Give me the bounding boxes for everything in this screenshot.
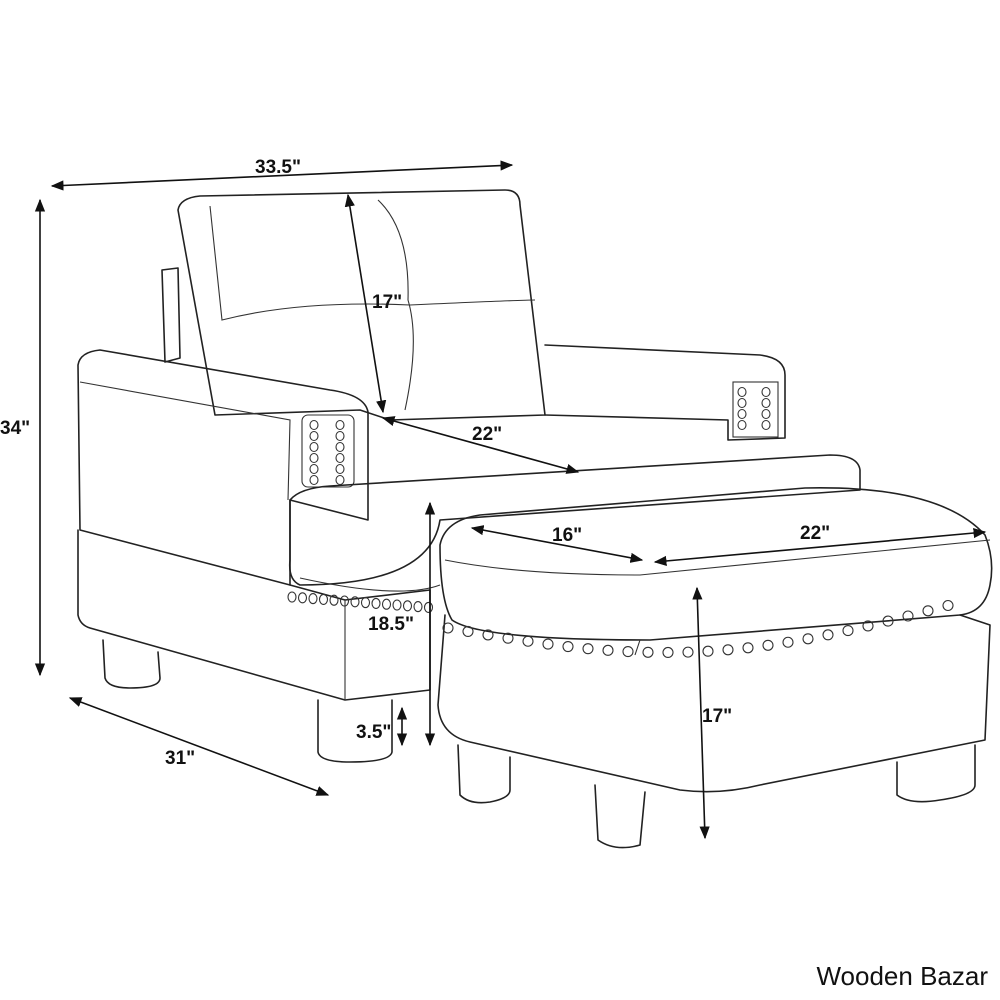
ottoman (437, 487, 993, 849)
nailhead (582, 643, 594, 655)
nailhead (462, 625, 474, 638)
nailhead (309, 474, 319, 486)
nailhead (423, 601, 434, 613)
nailhead (309, 419, 319, 431)
chair-height-label: 34" (0, 418, 31, 439)
nailhead (742, 642, 754, 654)
nailhead (335, 463, 345, 475)
ottoman-width-label: 22" (800, 523, 831, 544)
nailhead (413, 601, 423, 613)
nailhead (642, 646, 654, 658)
nailhead (722, 644, 734, 656)
nailhead (922, 605, 934, 617)
chair-width-label: 33.5" (255, 157, 301, 178)
nailhead (942, 599, 954, 612)
nailhead (402, 600, 413, 612)
nailhead (761, 397, 771, 409)
nailhead (308, 593, 318, 605)
nailhead (802, 633, 814, 645)
nailhead (662, 646, 674, 659)
nailhead (622, 646, 634, 658)
nailhead (737, 386, 747, 398)
nailhead (335, 441, 345, 453)
brand-watermark: Wooden Bazar (816, 961, 988, 991)
nailhead (482, 629, 494, 641)
nailhead (309, 441, 319, 453)
nailhead (318, 593, 329, 605)
nailhead (335, 474, 345, 486)
nailhead (882, 615, 894, 627)
seat-depth-label: 22" (472, 424, 503, 445)
nailhead (335, 452, 345, 464)
nailhead (702, 645, 714, 657)
nailhead (542, 638, 554, 650)
nailhead (350, 596, 360, 608)
nailhead (335, 419, 345, 431)
nailhead (309, 430, 319, 442)
nailhead (761, 408, 771, 420)
nailhead (737, 419, 747, 431)
nailhead (762, 639, 774, 651)
leg-height-label: 3.5" (356, 722, 392, 743)
ottoman-depth-label: 16" (552, 525, 583, 546)
nailhead (682, 646, 694, 658)
nailhead (360, 597, 371, 609)
nailhead (737, 397, 747, 409)
armchair (77, 189, 861, 763)
nailhead (371, 597, 381, 609)
nailhead (902, 610, 914, 622)
nailhead (862, 620, 874, 632)
nailhead (381, 598, 392, 610)
nailhead (297, 592, 308, 604)
ottoman-height-label: 17" (702, 706, 733, 727)
nailhead (339, 595, 350, 607)
nailhead (329, 594, 339, 606)
dimension-arrows (34, 160, 987, 840)
nailhead (761, 386, 771, 398)
nailhead (392, 599, 402, 611)
chair-depth-label: 31" (165, 748, 196, 769)
nailhead (842, 625, 854, 637)
nailhead (562, 641, 574, 653)
nailhead (602, 644, 614, 656)
nailhead (287, 591, 297, 603)
nailhead (522, 635, 534, 647)
back-height-label: 17" (372, 292, 403, 313)
seat-height-label: 18.5" (368, 614, 414, 635)
nailhead (442, 622, 454, 634)
nailhead (309, 452, 319, 464)
nailhead (502, 632, 514, 644)
nailhead (822, 629, 834, 641)
nailhead (737, 408, 747, 420)
nailhead (335, 430, 345, 442)
nailhead (761, 419, 771, 431)
nailhead (782, 636, 794, 648)
nailhead (309, 463, 319, 475)
